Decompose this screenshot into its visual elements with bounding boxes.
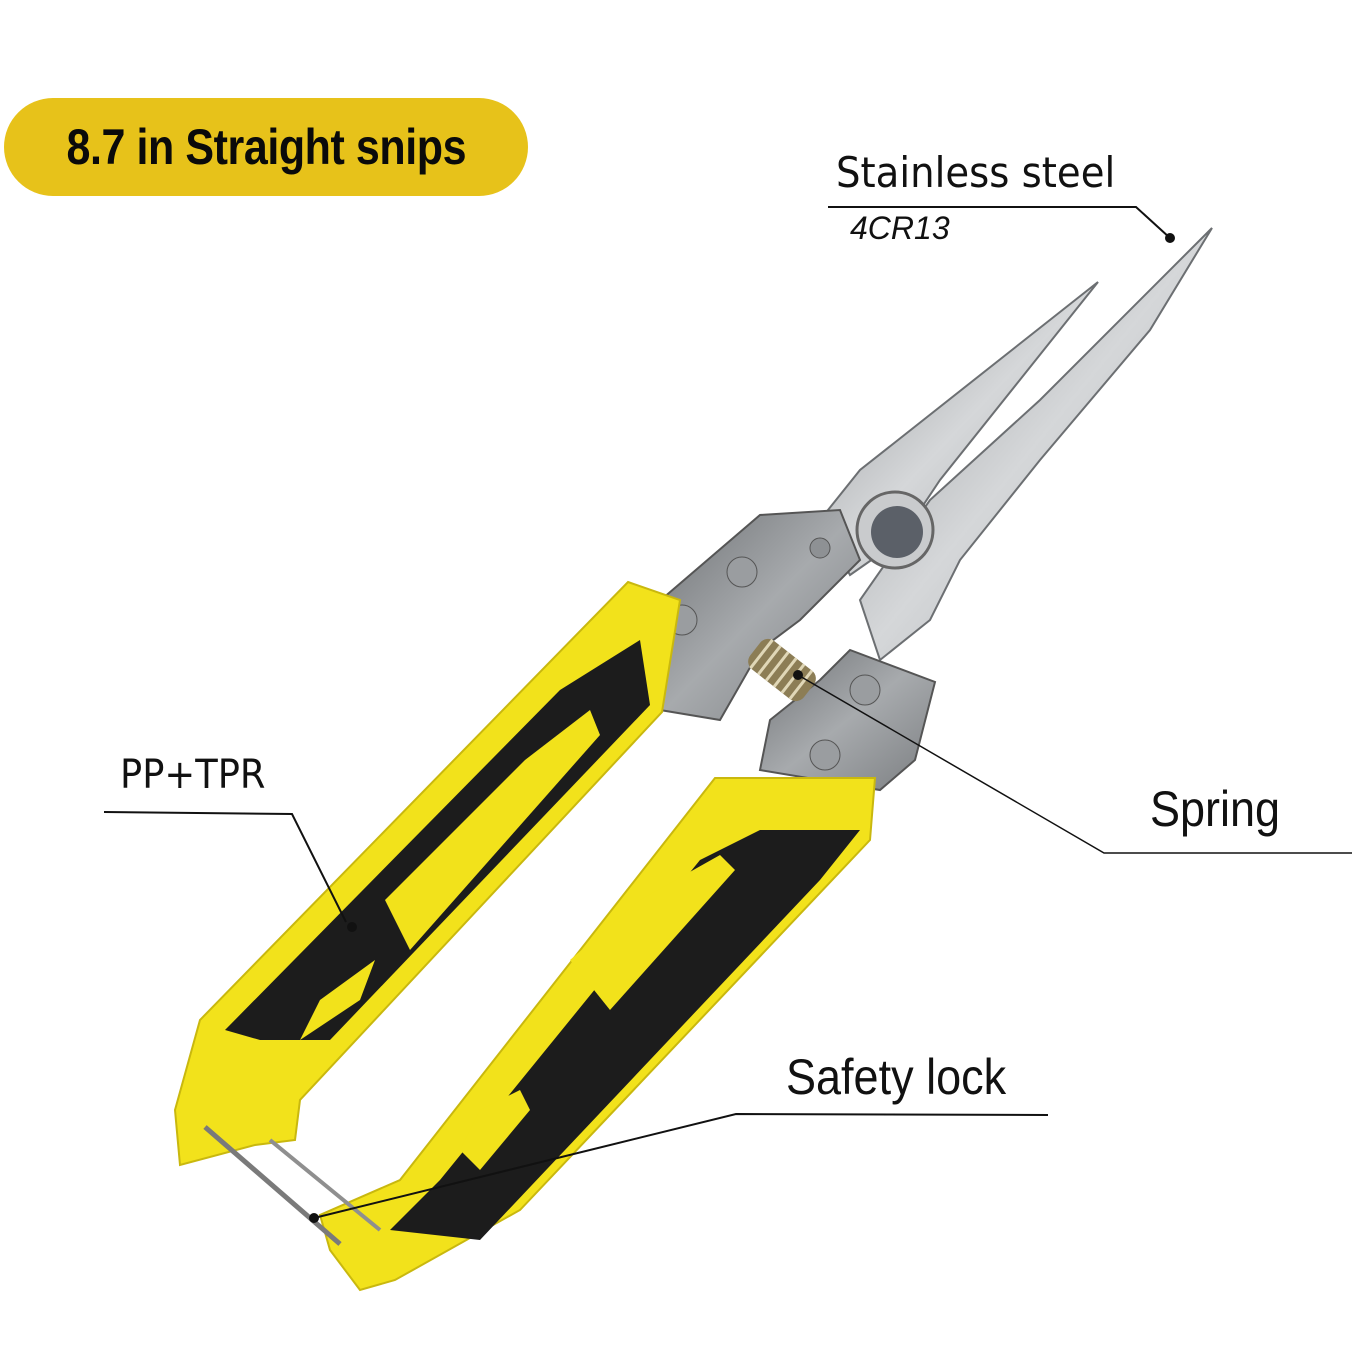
title-badge: 8.7 in Straight snips xyxy=(4,98,528,196)
safety-lock-wire xyxy=(203,1125,382,1246)
callout-line-lock xyxy=(309,1112,1049,1223)
blade-right xyxy=(858,227,1213,662)
callout-line-spring xyxy=(793,670,1352,854)
callout-sublabel-steel-grade: 4CR13 xyxy=(850,210,950,246)
product-title: 8.7 in Straight snips xyxy=(66,119,466,175)
callout-label-handle-material: PP+TPR xyxy=(120,752,266,798)
callout-label-stainless-steel: Stainless steel xyxy=(836,148,1116,197)
callout-line-handle xyxy=(103,811,357,932)
handle-left xyxy=(173,580,682,1167)
callout-label-spring: Spring xyxy=(1150,781,1281,837)
spring xyxy=(748,638,816,702)
pivot-bolt xyxy=(855,490,935,570)
jaw-plate-lower xyxy=(758,648,937,792)
jaw-plate-upper xyxy=(653,508,862,722)
handle-right xyxy=(318,777,877,1292)
callout-line-steel xyxy=(828,206,1175,243)
callout-label-safety-lock: Safety lock xyxy=(786,1049,1007,1105)
